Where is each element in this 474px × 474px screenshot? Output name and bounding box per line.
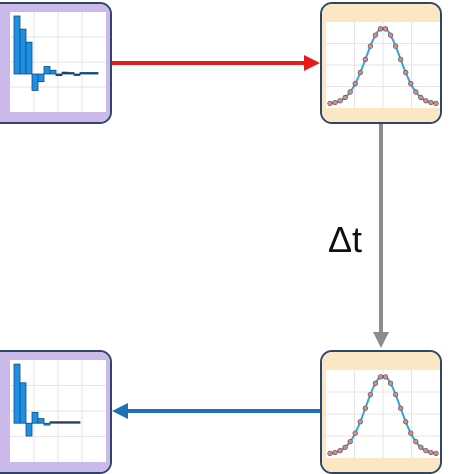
gaussian-marker xyxy=(342,94,348,101)
spectrum-bar xyxy=(31,411,39,424)
spectrum-bar xyxy=(55,421,63,424)
gaussian-plot-top xyxy=(322,4,440,122)
gaussian-marker xyxy=(398,405,404,411)
gaussian-marker xyxy=(347,438,353,445)
gaussian-marker xyxy=(357,69,363,76)
gaussian-marker xyxy=(423,98,429,104)
spectrum-bar xyxy=(43,422,51,426)
gaussian-marker xyxy=(403,69,409,76)
arrow-left-icon xyxy=(112,403,128,419)
gaussian-marker xyxy=(332,449,338,456)
gaussian-marker xyxy=(332,99,338,106)
gaussian-marker xyxy=(337,98,343,104)
gaussian-marker xyxy=(367,43,374,49)
arrow-right-icon xyxy=(304,55,320,71)
spectrum-bar xyxy=(25,41,33,75)
gaussian-marker xyxy=(387,380,394,386)
gaussian-marker xyxy=(327,450,333,457)
spectrum-bar xyxy=(19,28,27,75)
gaussian-marker xyxy=(382,374,389,380)
time-step-label: Δt xyxy=(328,219,363,260)
spectrum-bar xyxy=(79,72,87,75)
gaussian-marker xyxy=(352,430,358,436)
gaussian-marker xyxy=(428,99,434,106)
gaussian-marker xyxy=(413,438,419,445)
gaussian-marker xyxy=(372,380,379,386)
spectrum-bar xyxy=(43,66,51,75)
spectrum-bar xyxy=(25,422,33,437)
gaussian-marker xyxy=(413,89,419,95)
gaussian-panel-bottom xyxy=(320,350,442,474)
gaussian-marker xyxy=(377,26,384,32)
spectrum-bar xyxy=(13,363,21,424)
spectrum-bar xyxy=(13,15,21,75)
gaussian-marker xyxy=(362,405,368,411)
gaussian-marker xyxy=(392,43,399,49)
gaussian-marker xyxy=(392,391,399,398)
forward-arrow xyxy=(112,55,320,71)
spectrum-bar xyxy=(31,73,39,91)
spectrum-bar xyxy=(67,72,75,75)
spectrum-bar xyxy=(49,69,57,75)
spectrum-bar xyxy=(49,421,57,424)
gaussian-marker xyxy=(423,448,429,454)
gaussian-panel-top xyxy=(320,2,442,124)
spectrum-panel-bottom xyxy=(0,350,112,474)
gaussian-marker xyxy=(342,444,348,450)
spectrum-bar xyxy=(61,421,69,424)
spectrum-bar xyxy=(73,421,81,424)
spectrum-plot-bottom xyxy=(0,352,110,472)
spectrum-bar xyxy=(85,72,93,75)
gaussian-marker xyxy=(408,81,414,87)
gaussian-curve xyxy=(329,26,437,105)
gaussian-marker xyxy=(337,448,343,454)
time-step-arrow xyxy=(373,124,389,348)
gaussian-marker xyxy=(418,444,424,450)
gaussian-marker xyxy=(327,100,333,107)
gaussian-curve xyxy=(329,374,437,455)
gaussian-marker xyxy=(433,100,439,107)
gaussian-marker xyxy=(398,56,404,63)
arrow-down-icon xyxy=(373,332,389,348)
gaussian-marker xyxy=(357,419,363,425)
spectrum-bar xyxy=(37,73,45,83)
gaussian-marker xyxy=(362,56,368,63)
spectrum-bar xyxy=(55,73,63,77)
gaussian-marker xyxy=(367,391,374,398)
spectrum-plot-top xyxy=(0,4,110,122)
gaussian-marker xyxy=(408,430,414,436)
gaussian-marker xyxy=(352,81,358,87)
spectrum-bar xyxy=(67,421,75,424)
gaussian-plot-bottom xyxy=(322,352,440,472)
gaussian-marker xyxy=(382,26,389,32)
gaussian-marker xyxy=(418,94,424,101)
spectrum-bar xyxy=(37,418,45,424)
gaussian-marker xyxy=(403,419,409,425)
gaussian-marker xyxy=(372,32,379,38)
gaussian-marker xyxy=(387,32,394,38)
gaussian-marker xyxy=(377,374,384,380)
gaussian-marker xyxy=(347,89,353,95)
spectrum-bar xyxy=(91,72,99,75)
return-arrow xyxy=(112,403,320,419)
spectrum-bar xyxy=(61,71,69,75)
gaussian-marker xyxy=(428,449,434,456)
gaussian-marker xyxy=(433,450,439,457)
spectrum-bar xyxy=(73,73,81,76)
spectrum-bar xyxy=(19,382,27,424)
spectrum-panel-top xyxy=(0,2,112,124)
